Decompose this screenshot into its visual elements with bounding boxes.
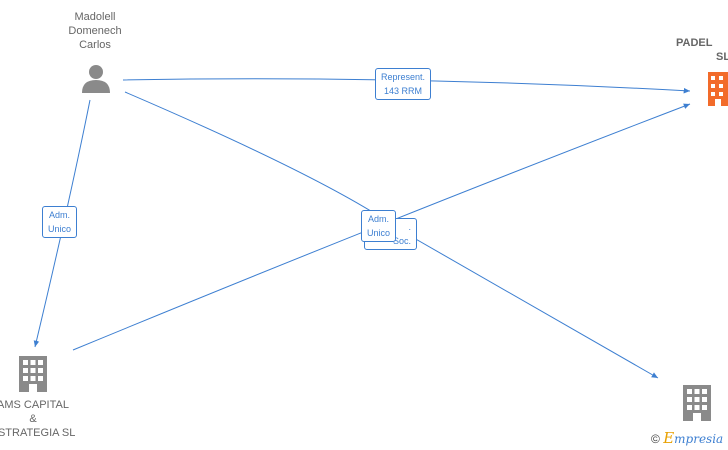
person-icon[interactable] <box>81 63 111 93</box>
padel-name: PADEL SL <box>676 37 728 63</box>
empresia-watermark: © Empresia <box>651 429 723 447</box>
edge-label-represent[interactable]: Represent. 143 RRM <box>375 68 432 100</box>
brand-rest: mpresia <box>674 432 724 446</box>
brand-initial: E <box>663 429 675 447</box>
bottom-company-building-icon[interactable] <box>683 385 711 421</box>
ams-name: AMS CAPITAL & ESTRATEGIA SL <box>0 399 76 439</box>
edge-label-adm-center[interactable]: Adm. Unico <box>361 210 397 242</box>
copyright-symbol: © <box>651 432 660 446</box>
ams-building-icon[interactable] <box>19 356 47 392</box>
person-name: Madolell Domenech Carlos <box>68 11 122 51</box>
edge-label-adm-left[interactable]: Adm. Unico <box>42 206 78 238</box>
padel-building-icon[interactable] <box>708 72 728 106</box>
